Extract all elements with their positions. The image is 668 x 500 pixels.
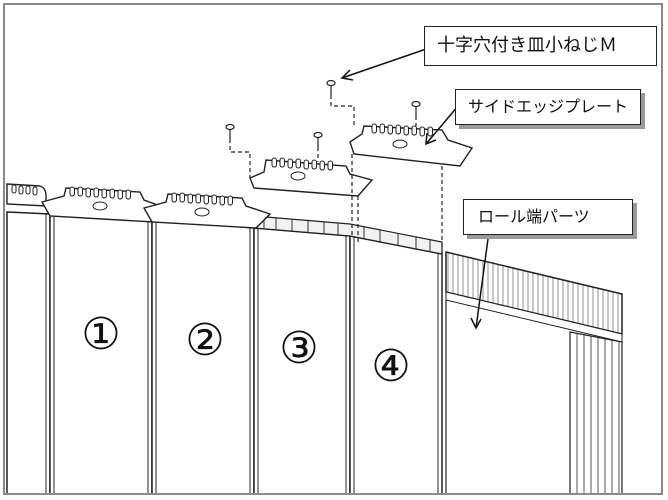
roll-end-part [445, 251, 623, 493]
leader-arrows [340, 46, 491, 330]
side-edge-plate-label: サイドエッジプレート [455, 89, 641, 125]
panel-number-1: ① [81, 309, 121, 360]
plate-leader-arrow [425, 105, 459, 146]
screw-c [326, 79, 336, 95]
screws [225, 79, 421, 147]
installed-side-edge-plates [6, 183, 272, 229]
roll-end-leader-arrow [470, 223, 491, 330]
panel-number-3: ③ [279, 323, 319, 374]
panel-number-4: ④ [371, 341, 411, 392]
screw-label: 十字穴付き皿小ねじＭ [424, 26, 657, 66]
assembly-diagram [6, 46, 623, 493]
panel-number-2: ② [185, 315, 225, 366]
roll-end-parts-label: ロール端パーツ [463, 199, 633, 235]
screw-leader-arrow [340, 46, 433, 81]
assembly-guide-lines [229, 95, 443, 254]
screw-a [225, 123, 235, 139]
screw-d [411, 100, 421, 116]
floating-plate-3 [249, 157, 374, 197]
floating-plate-4 [349, 123, 474, 167]
diagram-frame: ① ② ③ ④ 十字穴付き皿小ねじＭ サイドエッジプレート ロール端パーツ [3, 3, 663, 495]
screw-b [313, 131, 323, 147]
